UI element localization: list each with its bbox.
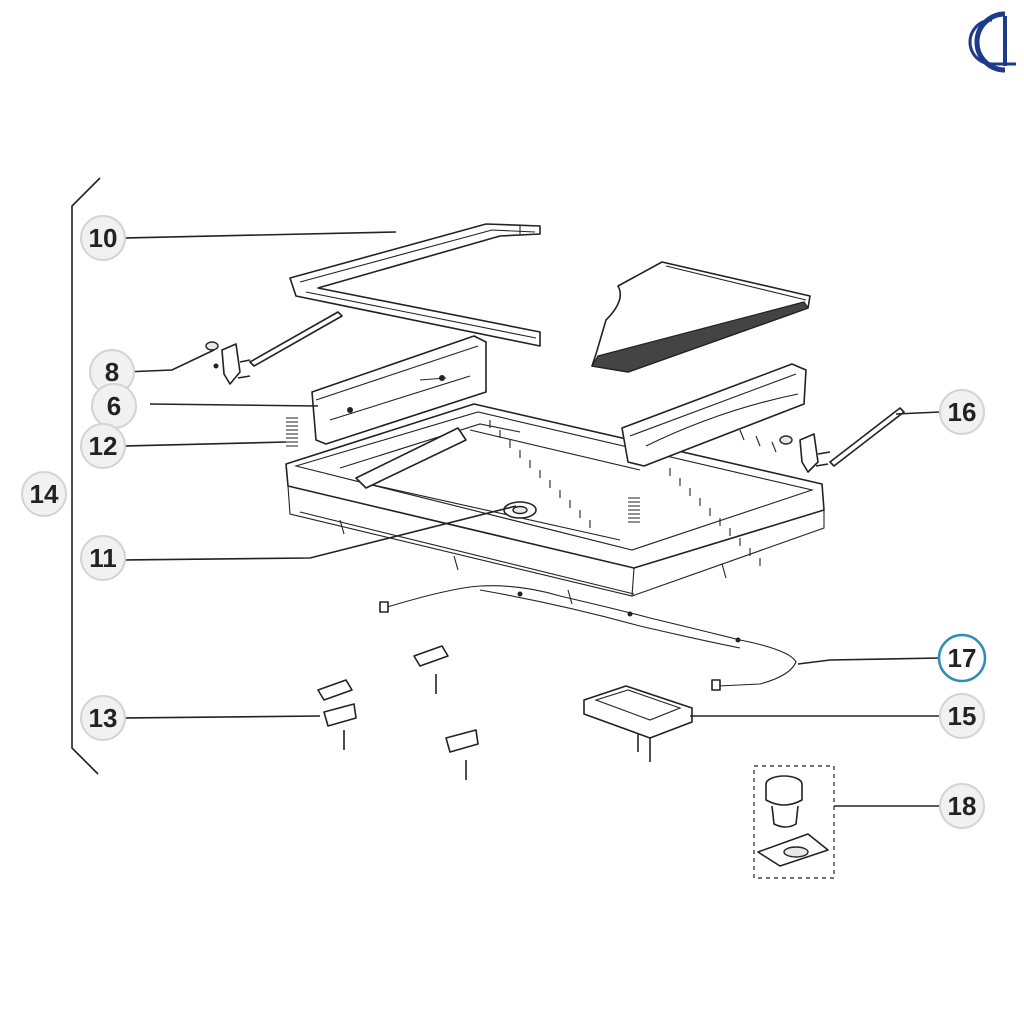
part-8-hinge-clip-left[interactable] <box>205 311 343 385</box>
callout-17[interactable]: 17 <box>937 633 987 683</box>
part-15-switch-block[interactable] <box>583 685 693 762</box>
part-13-latch-c[interactable] <box>445 729 479 780</box>
part-13-latch-b[interactable] <box>413 645 449 694</box>
part-blind-curtain[interactable] <box>591 261 811 373</box>
svg-text:14: 14 <box>30 479 59 509</box>
svg-text:6: 6 <box>107 391 121 421</box>
part-17-cable-harness[interactable] <box>379 585 797 691</box>
callout-12[interactable]: 12 <box>80 423 126 469</box>
part-13-latch-a[interactable] <box>317 679 357 750</box>
callout-15[interactable]: 15 <box>939 693 985 739</box>
callout-10[interactable]: 10 <box>80 215 126 261</box>
brand-logo-icon <box>968 11 1016 73</box>
part-18-knob-assembly[interactable] <box>753 765 835 879</box>
part-12-spring-left[interactable] <box>286 417 298 447</box>
part-10-gasket-frame[interactable] <box>289 223 541 347</box>
svg-text:16: 16 <box>948 397 977 427</box>
svg-text:12: 12 <box>89 431 118 461</box>
callout-6[interactable]: 6 <box>91 383 137 429</box>
callout-14[interactable]: 14 <box>21 471 67 517</box>
part-6-left-bracket-plate[interactable] <box>311 335 487 445</box>
part-16-hinge-clip-right[interactable] <box>779 407 905 473</box>
svg-text:15: 15 <box>948 701 977 731</box>
callout-8[interactable]: 8 <box>89 349 135 395</box>
callout-13[interactable]: 13 <box>80 695 126 741</box>
callout-16[interactable]: 16 <box>939 389 985 435</box>
callout-11[interactable]: 11 <box>80 535 126 581</box>
svg-text:13: 13 <box>89 703 118 733</box>
svg-text:10: 10 <box>89 223 118 253</box>
part-frame-tray[interactable] <box>285 403 825 605</box>
svg-text:17: 17 <box>948 643 977 673</box>
part-right-bracket-plate[interactable] <box>621 363 807 467</box>
callout-18[interactable]: 18 <box>939 783 985 829</box>
leader-lines <box>123 231 941 807</box>
svg-text:11: 11 <box>89 543 117 573</box>
assembly-bracket <box>71 177 101 775</box>
svg-text:18: 18 <box>948 791 977 821</box>
svg-text:8: 8 <box>105 357 119 387</box>
